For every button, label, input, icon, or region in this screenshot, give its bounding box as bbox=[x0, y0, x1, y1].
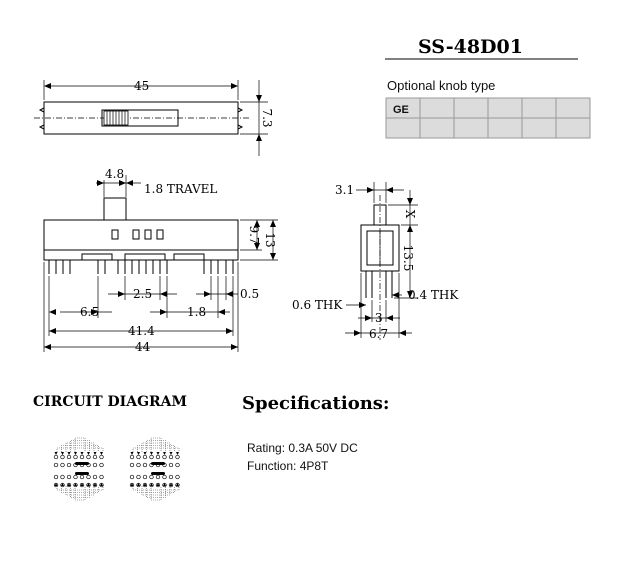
dim-top-length: 45 bbox=[134, 79, 149, 93]
top-view bbox=[34, 80, 268, 156]
circuit-block bbox=[53, 437, 104, 501]
knob-table bbox=[385, 97, 591, 139]
model-title: SS-48D01 bbox=[418, 36, 523, 58]
side-view bbox=[345, 182, 418, 340]
dim-thk-left: 0.6 THK bbox=[292, 298, 343, 312]
circuit-diagram-title: CIRCUIT DIAGRAM bbox=[33, 394, 187, 410]
specifications-title: Specifications: bbox=[242, 393, 390, 414]
dim-side-x: X bbox=[403, 210, 417, 219]
dim-body-span: 44 bbox=[135, 340, 151, 354]
dim-knob-width: 4.8 bbox=[105, 167, 124, 181]
dim-pitch-1-8: 1.8 bbox=[187, 305, 206, 319]
dim-pin-span: 41.4 bbox=[128, 324, 155, 338]
dim-side-3: 3 bbox=[375, 311, 383, 325]
dim-thk-right: 0.4 THK bbox=[408, 288, 459, 302]
dim-height-9-7: 9.7 bbox=[247, 225, 261, 244]
dim-travel: 1.8 TRAVEL bbox=[144, 182, 217, 196]
dim-top-height: 7.3 bbox=[260, 108, 274, 127]
knob-table-label: GE bbox=[393, 104, 409, 116]
dim-pitch-2-5: 2.5 bbox=[133, 287, 152, 301]
dim-height-13: 13 bbox=[263, 232, 277, 247]
dim-side-height: 13.5 bbox=[401, 245, 415, 272]
dim-side-knob: 3.1 bbox=[335, 183, 354, 197]
dim-pitch-6-5: 6.5 bbox=[80, 305, 99, 319]
dim-pitch-0-5: 0.5 bbox=[240, 287, 259, 301]
knob-table-title: Optional knob type bbox=[387, 78, 495, 93]
circuit-block bbox=[129, 437, 180, 501]
dim-side-6-7: 6.7 bbox=[369, 327, 388, 341]
circuit-diagram bbox=[53, 437, 180, 501]
spec-rating: Rating: 0.3A 50V DC bbox=[247, 441, 358, 455]
front-view bbox=[43, 175, 278, 352]
spec-function: Function: 4P8T bbox=[247, 459, 329, 473]
